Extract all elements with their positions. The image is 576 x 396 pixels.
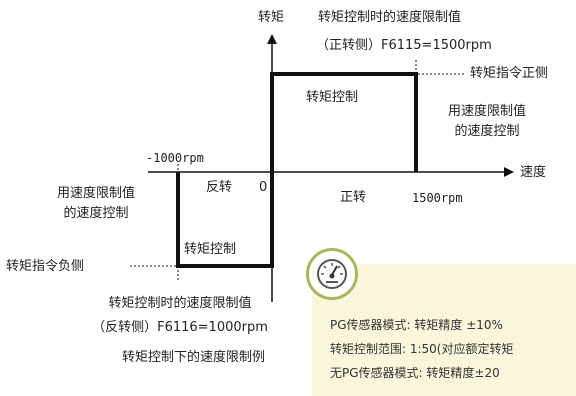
torque-limit-curve — [176, 72, 418, 268]
negative-speed-label: -1000rpm — [146, 151, 204, 165]
left-speed-control-line2: 的速度控制 — [63, 206, 129, 221]
right-speed-control-line1: 用速度限制值 — [447, 104, 526, 119]
positive-limit-title: 转矩控制时的速度限制值 — [318, 10, 462, 25]
positive-command-label: 转矩指令正侧 — [470, 66, 549, 81]
y-axis-label: 转矩 — [258, 10, 285, 25]
panel-line-3: 无PG传感器模式: 转矩精度±20 — [330, 366, 500, 380]
negative-limit-param: （反转侧）F6116=1000rpm — [92, 320, 268, 335]
positive-limit-param: （正转侧）F6115=1500rpm — [316, 38, 492, 53]
speedometer-icon — [306, 248, 358, 300]
x-axis-label: 速度 — [520, 165, 547, 180]
left-speed-control-line1: 用速度限制值 — [56, 186, 135, 201]
negative-limit-title: 转矩控制时的速度限制值 — [108, 296, 252, 311]
spec-panel: PG传感器模式: 转矩精度 ±10% 转矩控制范围: 1:50(对应额定转矩 无… — [312, 264, 576, 396]
panel-line-1: PG传感器模式: 转矩精度 ±10% — [330, 318, 503, 332]
forward-region-label: 正转 — [340, 190, 367, 205]
upper-torque-control-label: 转矩控制 — [306, 90, 359, 105]
diagram-caption: 转矩控制下的速度限制例 — [122, 350, 266, 365]
origin-label: 0 — [259, 180, 268, 195]
reverse-region-label: 反转 — [206, 180, 233, 195]
lower-torque-control-label: 转矩控制 — [184, 242, 237, 257]
panel-line-2: 转矩控制范围: 1:50(对应额定转矩 — [330, 342, 514, 356]
positive-speed-label: 1500rpm — [412, 191, 463, 205]
negative-command-label: 转矩指令负侧 — [6, 259, 85, 274]
right-speed-control-line2: 的速度控制 — [454, 124, 520, 139]
